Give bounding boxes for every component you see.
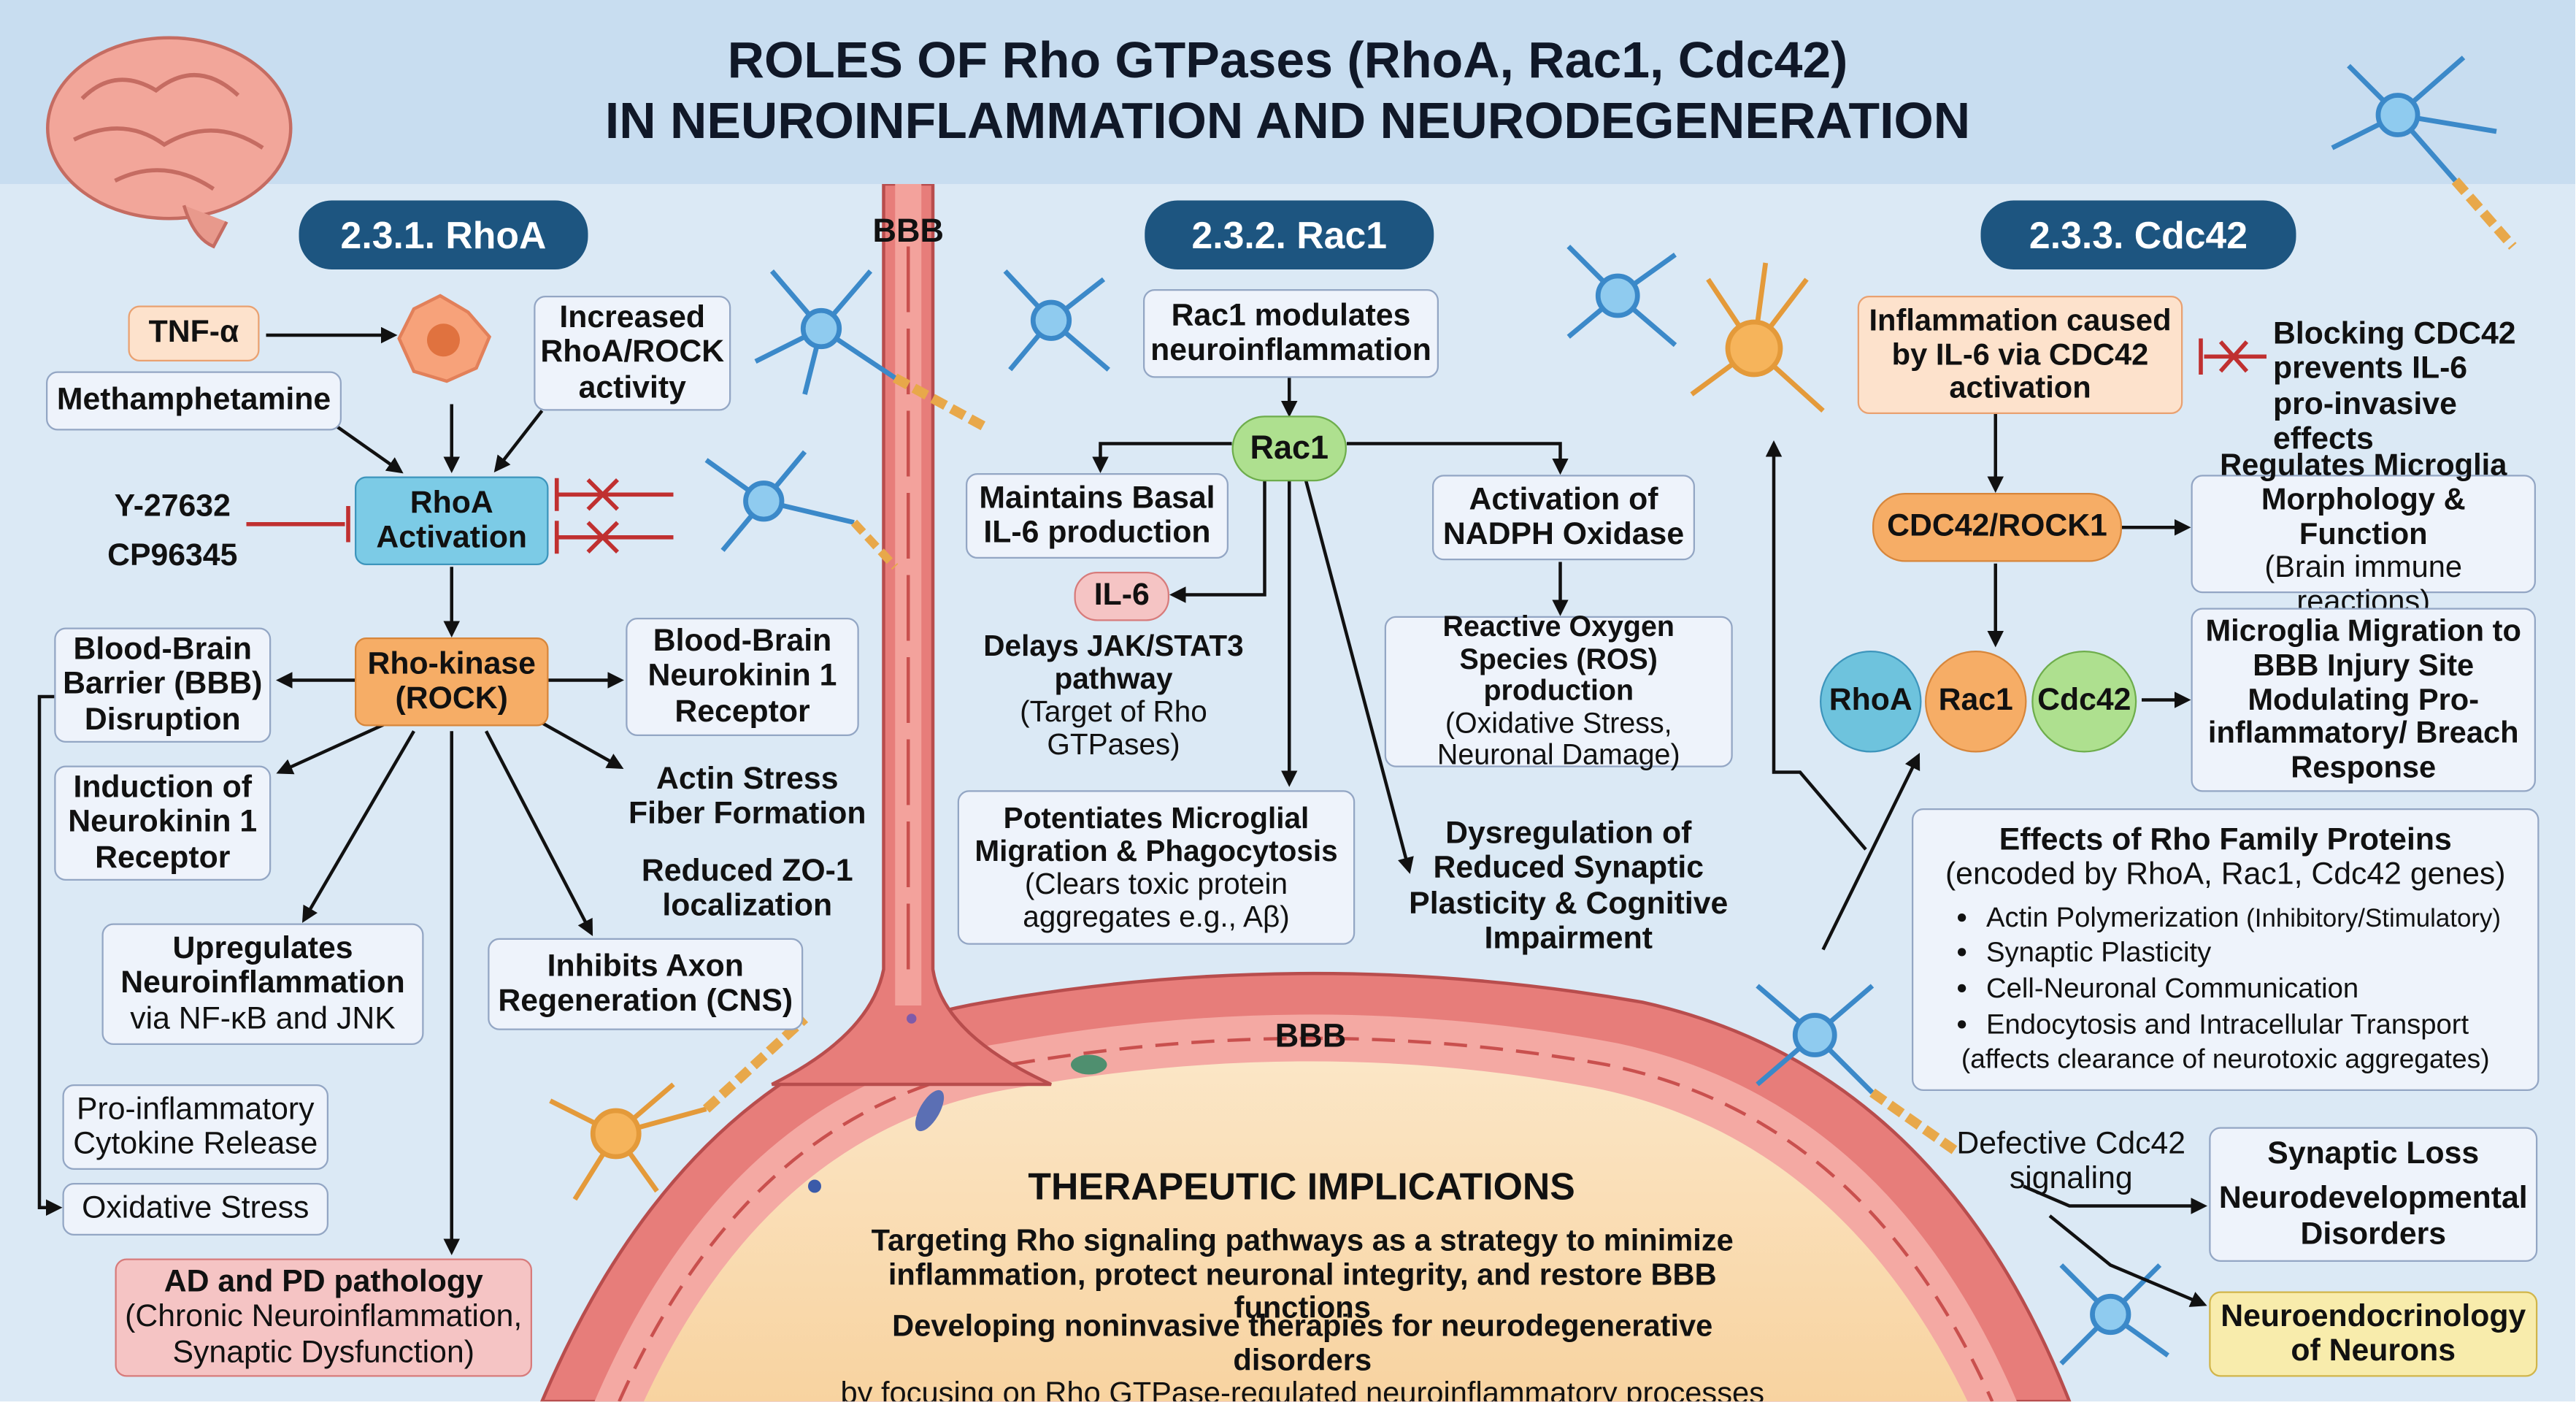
rhoa-activation-node: RhoA Activation (355, 476, 549, 565)
upregulates-title: Upregulates Neuroinflammation (120, 931, 405, 1002)
inhibition-icon (246, 338, 2267, 554)
section-header-rhoa: 2.3.1. RhoA (299, 200, 588, 269)
effects-item-main: Synaptic Plasticity (1985, 937, 2212, 969)
brain-icon (46, 36, 293, 249)
effects-item-note: (Inhibitory/Stimulatory) (2239, 904, 2502, 932)
methamphetamine-node: Methamphetamine (46, 371, 342, 431)
title-banner: ROLES OF Rho GTPases (RhoA, Rac1, Cdc42)… (0, 0, 2575, 184)
delays-jak-stat-text: Delays JAK/STAT3 pathway (Target of Rho … (953, 629, 1274, 762)
bbb-disruption-node: Blood-Brain Barrier (BBB) Disruption (54, 627, 272, 743)
il6-node: IL-6 (1074, 572, 1169, 621)
section-header-rac1: 2.3.2. Rac1 (1145, 200, 1434, 269)
synaptic-loss-panel: Synaptic Loss Neurodevelopmental Disorde… (2209, 1127, 2538, 1262)
effects-list-item: Actin Polymerization (Inhibitory/Stimula… (1986, 900, 2501, 935)
ad-pd-subtitle: (Chronic Neuroinflammation, Synaptic Dys… (125, 1300, 523, 1370)
astrocyte-icon (1690, 262, 1825, 413)
actin-stress-fiber-text: Actin Stress Fiber Formation (628, 762, 866, 832)
microglial-title: Potentiates Microglial Migration & Phago… (974, 801, 1338, 867)
tnf-alpha-node: TNF-α (128, 305, 260, 361)
delays-subtitle: (Target of Rho GTPases) (1020, 695, 1207, 762)
nadph-oxidase-node: Activation of NADPH Oxidase (1432, 475, 1695, 561)
effects-list: Actin Polymerization (Inhibitory/Stimula… (1950, 900, 2501, 1043)
effects-item-main: Actin Polymerization (1985, 901, 2239, 932)
effects-subtitle: (encoded by RhoA, Rac1, Cdc42 genes) (1945, 858, 2506, 893)
inhibitor-y27632: Y-27632 (114, 489, 231, 524)
neuron-icon (1003, 269, 1110, 372)
neuron-icon (1756, 984, 1958, 1154)
effects-list-item: Endocytosis and Intracellular Transport (1986, 1007, 2501, 1043)
inhibits-axon-node: Inhibits Axon Regeneration (CNS) (488, 938, 804, 1030)
title-line-2: IN NEUROINFLAMMATION AND NEURODEGENERATI… (604, 92, 1971, 150)
therapeutic-title: THERAPEUTIC IMPLICATIONS (1028, 1165, 1575, 1208)
effects-item-main: Endocytosis and Intracellular Transport (1985, 1008, 2469, 1040)
upregulates-subtitle: via NF-κB and JNK (130, 1001, 396, 1036)
upregulates-neuroinflammation-node: Upregulates Neuroinflammation via NF-κB … (101, 923, 424, 1045)
bbb-arch-label: BBB (1274, 1019, 1347, 1055)
therapeutic-line-2-normal: by focusing on Rho GTPase-regulated neur… (840, 1376, 1765, 1402)
microglia-migration-node: Microglia Migration to BBB Injury Site M… (2191, 608, 2536, 792)
effects-item-main: Cell-Neuronal Communication (1985, 973, 2359, 1004)
regulates-microglia-node: Regulates Microglia Morphology & Functio… (2191, 448, 2536, 618)
effects-footnote: (affects clearance of neurotoxic aggrega… (1961, 1044, 2490, 1074)
il6-cdc42-inflammation-node: Inflammation caused by IL-6 via CDC42 ac… (1857, 296, 2183, 414)
basal-il6-node: Maintains Basal IL-6 production (966, 473, 1229, 559)
synaptic-loss-label: Synaptic Loss (2267, 1137, 2480, 1172)
microglial-migration-node: Potentiates Microglial Migration & Phago… (957, 790, 1356, 945)
cdc42-rock1-node: CDC42/ROCK1 (1872, 493, 2122, 562)
title-line-1: ROLES OF Rho GTPases (RhoA, Rac1, Cdc42) (727, 31, 1848, 90)
zo1-text: Reduced ZO-1 localization (641, 854, 853, 924)
cdc42-circle-node: Cdc42 (2031, 651, 2137, 753)
neuron-icon (1566, 245, 1677, 348)
regulates-title: Regulates Microglia Morphology & Functio… (2220, 447, 2507, 550)
microglial-subtitle: (Clears toxic protein aggregates e.g., A… (1023, 867, 1290, 934)
therapeutic-line-1: Targeting Rho signaling pathways as a st… (871, 1222, 1734, 1325)
rac1-modulates-node: Rac1 modulates neuroinflammation (1143, 289, 1439, 378)
delays-title: Delays JAK/STAT3 pathway (983, 629, 1244, 696)
ad-pd-title: AD and PD pathology (164, 1265, 483, 1300)
effects-list-item: Synaptic Plasticity (1986, 935, 2501, 971)
rac1-circle-node: Rac1 (1925, 651, 2027, 753)
neuron-icon (754, 269, 988, 432)
ros-title: Reactive Oxygen Species (ROS) production (1442, 609, 1675, 707)
effects-list-item: Cell-Neuronal Communication (1986, 971, 2501, 1007)
neuron-icon (704, 450, 899, 570)
ros-production-node: Reactive Oxygen Species (ROS) production… (1384, 610, 1733, 771)
ad-pd-pathology-node: AD and PD pathology (Chronic Neuroinflam… (115, 1258, 532, 1377)
neuroendocrinology-node: Neuroendocrinology of Neurons (2209, 1291, 2538, 1377)
bbb-vessel-label: BBB (872, 213, 945, 250)
astrocyte-icon (549, 1015, 809, 1201)
cytokine-release-node: Pro-inflammatory Cytokine Release (62, 1084, 328, 1170)
rock-node: Rho-kinase (ROCK) (355, 637, 549, 727)
inhibitor-cp96345: CP96345 (107, 539, 238, 574)
oxidative-stress-node: Oxidative Stress (62, 1183, 328, 1236)
neuron-icon (2059, 1263, 2169, 1365)
rhoa-circle-node: RhoA (1820, 651, 1922, 753)
blocking-cdc42-text: Blocking CDC42 prevents IL-6 pro-invasiv… (2273, 317, 2516, 457)
rac1-node: Rac1 (1231, 415, 1347, 482)
defective-cdc42-text: Defective Cdc42 signaling (1956, 1127, 2186, 1197)
blood-cell-icon (915, 1089, 945, 1132)
therapeutic-line-2: Developing noninvasive therapies for neu… (821, 1308, 1784, 1402)
increased-rhoa-rock-node: Increased RhoA/ROCK activity (534, 296, 731, 411)
neuron-icon (2331, 55, 2517, 250)
blood-cell-icon (1071, 1054, 1107, 1075)
microglia-cell-icon (397, 294, 492, 383)
therapeutic-line-2-bold: Developing noninvasive therapies for neu… (892, 1308, 1713, 1376)
effects-title: Effects of Rho Family Proteins (1999, 823, 2452, 858)
bbb-neurokinin-node: Blood-Brain Neurokinin 1 Receptor (626, 618, 859, 736)
section-header-cdc42: 2.3.3. Cdc42 (1980, 200, 2296, 269)
neurodevelopmental-label: Neurodevelopmental Disorders (2218, 1181, 2528, 1252)
nk1-induction-node: Induction of Neurokinin 1 Receptor (54, 765, 272, 881)
effects-rho-family-panel: Effects of Rho Family Proteins (encoded … (1912, 808, 2540, 1091)
ros-subtitle: (Oxidative Stress, Neuronal Damage) (1437, 706, 1680, 772)
dysregulation-text: Dysregulation of Reduced Synaptic Plasti… (1409, 816, 1729, 957)
